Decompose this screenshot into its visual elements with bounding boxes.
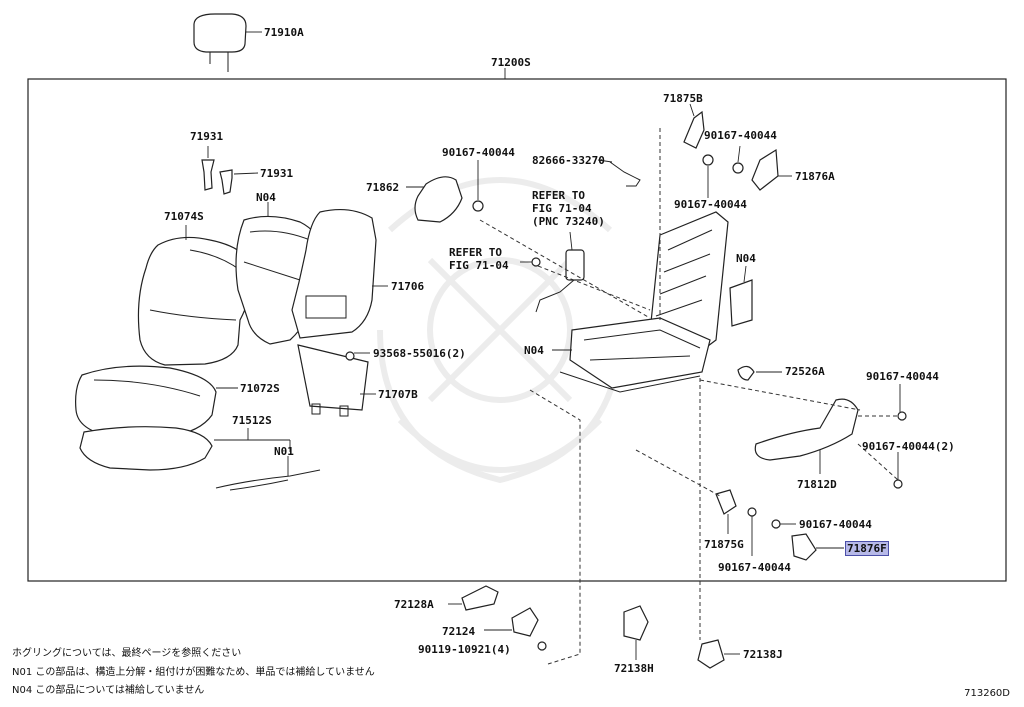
back-panel-part [297, 344, 376, 417]
label-refer-1[interactable]: REFER TO [532, 189, 585, 202]
label-refer-1b[interactable]: FIG 71-04 [532, 202, 592, 215]
harness-part [609, 161, 641, 187]
label-refer-2b[interactable]: FIG 71-04 [449, 259, 509, 272]
label-72138H[interactable]: 72138H [614, 662, 654, 675]
headrest-part [193, 13, 262, 72]
assembly-frame [27, 78, 1007, 582]
label-71512S[interactable]: 71512S [232, 414, 272, 427]
label-90119[interactable]: 90119-10921(4) [418, 643, 511, 656]
label-71875B[interactable]: 71875B [663, 92, 703, 105]
cushion-pad-part [79, 426, 291, 471]
label-93568[interactable]: 93568-55016(2) [373, 347, 466, 360]
belt-buckle-part [535, 231, 585, 313]
label-N04-a[interactable]: N04 [256, 191, 276, 204]
seatback-cover-part [137, 225, 253, 366]
label-71706[interactable]: 71706 [391, 280, 425, 293]
bracket-71876f-part [791, 533, 817, 561]
label-90167-f[interactable]: 90167-40044 [799, 518, 872, 531]
label-82666[interactable]: 82666-33270 [532, 154, 605, 167]
note-n01: N01 この部品は、構造上分解・組付けが困難なため、単品では補給していません [12, 667, 375, 678]
label-90167-g[interactable]: 90167-40044 [718, 561, 791, 574]
label-71812D[interactable]: 71812D [797, 478, 837, 491]
note-n04: N04 この部品については補給していません [12, 685, 205, 696]
label-72124[interactable]: 72124 [442, 625, 476, 638]
seat-frame-part [559, 211, 729, 393]
label-71072S[interactable]: 71072S [240, 382, 280, 395]
label-refer-2[interactable]: REFER TO [449, 246, 502, 259]
label-90167-d[interactable]: 90167-40044 [866, 370, 939, 383]
label-90167-a[interactable]: 90167-40044 [442, 146, 515, 159]
label-71875G[interactable]: 71875G [704, 538, 744, 551]
label-N01[interactable]: N01 [274, 445, 294, 458]
label-71876A[interactable]: 71876A [795, 170, 835, 183]
label-90167-e[interactable]: 90167-40044(2) [862, 440, 955, 453]
side-shield-part [754, 398, 859, 461]
wire-part [215, 469, 321, 491]
label-71931-a[interactable]: 71931 [190, 130, 224, 143]
label-refer-1c[interactable]: (PNC 73240) [532, 215, 605, 228]
cushion-cover-part [75, 365, 238, 437]
label-71200S[interactable]: 71200S [491, 56, 531, 69]
label-71931-b[interactable]: 71931 [260, 167, 294, 180]
label-N04-c[interactable]: N04 [524, 344, 544, 357]
label-90167-b[interactable]: 90167-40044 [704, 129, 777, 142]
watermark-emblem [377, 177, 623, 484]
figure-number: 713260D [964, 688, 1010, 699]
label-71910A[interactable]: 71910A [264, 26, 304, 39]
label-N04-b[interactable]: N04 [736, 252, 756, 265]
label-90167-c[interactable]: 90167-40044 [674, 198, 747, 211]
seatback-board-part [291, 208, 388, 339]
label-72138J[interactable]: 72138J [743, 648, 783, 661]
bracket-71875b-part [683, 110, 705, 149]
side-cover-part [406, 176, 463, 223]
bracket-71876a-part [751, 148, 779, 191]
note-hog-ring: ホグリングについては、最終ページを参照ください [12, 648, 242, 659]
label-71876F[interactable]: 71876F [845, 541, 889, 556]
label-71074S[interactable]: 71074S [164, 210, 204, 223]
label-71862[interactable]: 71862 [366, 181, 400, 194]
label-72128A[interactable]: 72128A [394, 598, 434, 611]
label-71707B[interactable]: 71707B [378, 388, 418, 401]
headrest-guide-parts [201, 146, 259, 195]
label-72526A[interactable]: 72526A [785, 365, 825, 378]
